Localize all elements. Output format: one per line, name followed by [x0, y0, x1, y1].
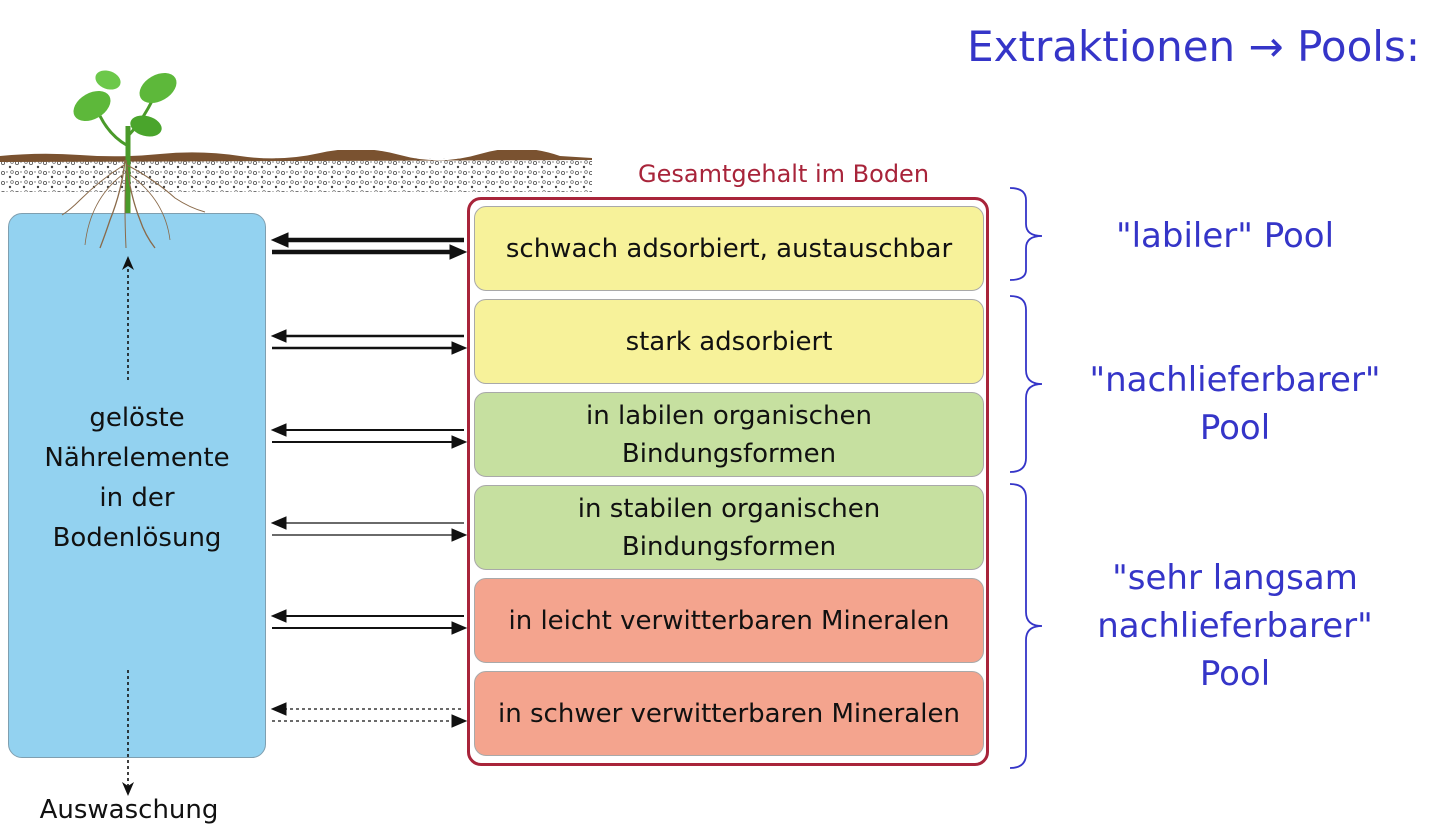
roots-icon: [61, 160, 206, 249]
pool-braces: [1009, 187, 1043, 769]
exchange-arrow-pair-dashed: [270, 702, 468, 728]
pool-label-replenishable: "nachlieferbarer" Pool: [1080, 356, 1390, 452]
fraction-line: Bindungsformen: [621, 438, 837, 469]
total-content-label: Gesamtgehalt im Boden: [638, 160, 930, 188]
fraction-line: schwach adsorbiert, austauschbar: [505, 233, 953, 264]
pool-label-line: Pool: [1199, 408, 1271, 448]
fraction-line: in schwer verwitterbaren Mineralen: [498, 698, 960, 729]
fraction-line: in stabilen organischen: [577, 493, 881, 524]
solution-line: Nährelemente: [44, 443, 230, 473]
pool-label-line: nachlieferbarer": [1097, 606, 1373, 646]
fraction-labile-organic: in labilen organischen Bindungsformen: [474, 392, 984, 477]
fraction-stable-organic: in stabilen organischen Bindungsformen: [474, 485, 984, 570]
pool-label-line: "nachlieferbarer": [1089, 360, 1381, 400]
fraction-line: in labilen organischen: [586, 400, 872, 431]
leaching-arrowhead: [122, 782, 134, 796]
exchange-arrow-pair: [270, 423, 468, 449]
brace-very-slow: [1009, 483, 1043, 769]
pool-label-line: Pool: [1199, 654, 1271, 694]
fraction-strongly-adsorbed: stark adsorbiert: [474, 299, 984, 384]
fraction-line: stark adsorbiert: [625, 326, 833, 357]
exchange-arrow-pair: [270, 329, 468, 355]
exchange-arrow-pair: [270, 516, 468, 542]
exchange-arrows: [270, 232, 468, 728]
pool-label-line: "sehr langsam: [1112, 558, 1358, 598]
brace-labile: [1009, 187, 1043, 281]
fraction-line: Bindungsformen: [621, 531, 837, 562]
total-content-frame: [467, 197, 989, 766]
leaching-label: Auswaschung: [39, 795, 219, 825]
page-title: Extraktionen → Pools:: [967, 22, 1420, 71]
plant-icon: [73, 70, 177, 216]
fraction-hardly-weatherable: in schwer verwitterbaren Mineralen: [474, 671, 984, 756]
fraction-easily-weatherable: in leicht verwitterbaren Mineralen: [474, 578, 984, 663]
soil-solution-label: gelöste Nährelemente in der Bodenlösung: [8, 398, 266, 558]
exchange-arrow-pair: [270, 232, 468, 260]
solution-line: gelöste: [89, 403, 185, 433]
exchange-arrow-pair: [270, 609, 468, 635]
uptake-arrowhead: [122, 256, 134, 270]
solution-line: Bodenlösung: [52, 523, 222, 553]
brace-replenishable: [1009, 295, 1043, 473]
fraction-weakly-adsorbed: schwach adsorbiert, austauschbar: [474, 206, 984, 291]
pool-label-very-slow: "sehr langsam nachlieferbarer" Pool: [1085, 554, 1385, 698]
soil-solution-box: [8, 213, 266, 758]
soil-surface: [0, 150, 592, 192]
pool-label-labile: "labiler" Pool: [1090, 212, 1360, 260]
solution-line: in der: [99, 483, 175, 513]
pool-label-line: "labiler" Pool: [1115, 216, 1335, 256]
fraction-line: in leicht verwitterbaren Mineralen: [508, 605, 950, 636]
vertical-flow-arrows: [122, 256, 134, 796]
